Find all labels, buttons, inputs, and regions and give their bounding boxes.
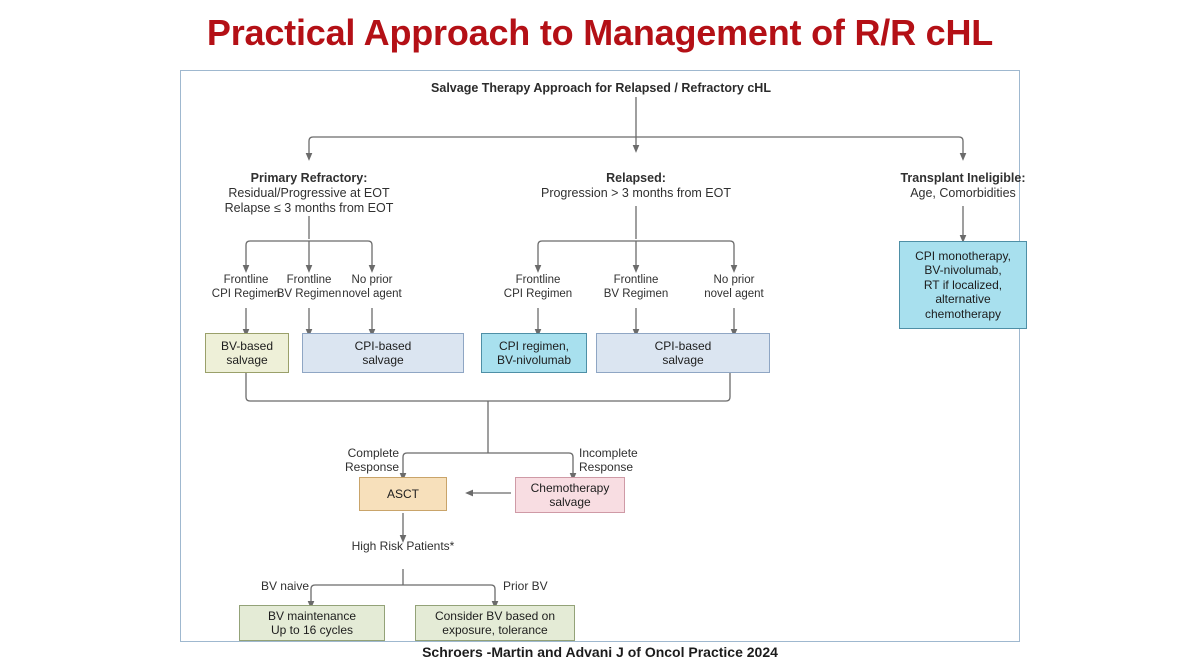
- node-rel-frontline-cpi-rest: Regimen: [522, 288, 573, 300]
- label-bv-naive: BV naive: [260, 579, 309, 593]
- label-incomplete-response: Incomplete Response: [579, 446, 669, 474]
- box-consider-bv-line2: exposure, tolerance: [442, 623, 548, 637]
- node-rel-frontline-cpi: Frontline CPI Regimen: [483, 273, 593, 301]
- box-bv-based-salvage[interactable]: BV-based salvage: [205, 333, 289, 373]
- node-pr-no-prior-novel-line2: novel agent: [342, 288, 402, 300]
- page-title: Practical Approach to Management of R/R …: [206, 12, 994, 53]
- branch-primary-refractory-detail-2: Relapse ≤ 3 months from EOT: [224, 201, 394, 215]
- node-rel-no-prior-novel: No prior novel agent: [679, 273, 789, 301]
- box-bv-maintenance[interactable]: BV maintenance Up to 16 cycles: [239, 605, 385, 641]
- node-pr-frontline-cpi-bold: CPI: [211, 288, 231, 300]
- box-asct[interactable]: ASCT: [359, 477, 447, 511]
- branch-primary-refractory: Primary Refractory: Residual/Progressive…: [189, 171, 429, 216]
- node-rel-no-prior-novel-line2: novel agent: [704, 288, 764, 300]
- branch-transplant-ineligible-heading: Transplant Ineligible:: [900, 171, 1026, 185]
- box-asct-label: ASCT: [386, 486, 419, 501]
- label-complete-response: Complete Response: [333, 446, 399, 474]
- branch-relapsed: Relapsed: Progression > 3 months from EO…: [516, 171, 756, 201]
- node-pr-frontline-cpi-line1: Frontline: [223, 274, 269, 286]
- node-rel-frontline-bv: Frontline BV Regimen: [581, 273, 691, 301]
- node-pr-no-prior-novel: No prior novel agent: [317, 273, 427, 301]
- node-pr-frontline-cpi-rest: Regimen: [230, 288, 281, 300]
- label-incomplete-response-line2: Response: [579, 460, 634, 474]
- box-transplant-ineligible-line1: CPI monotherapy,: [915, 248, 1011, 263]
- box-cpi-based-salvage-left[interactable]: CPI-based salvage: [302, 333, 464, 373]
- box-transplant-ineligible-line4: alternative: [935, 292, 991, 307]
- box-chemotherapy-salvage-line1: Chemotherapy: [530, 480, 610, 495]
- node-rel-frontline-bv-bold: BV: [603, 288, 620, 300]
- box-transplant-ineligible-line3: RT if localized,: [923, 277, 1003, 292]
- box-cpi-regimen-bv-nivolumab-line1: CPI regimen,: [498, 338, 570, 353]
- node-pr-no-prior-novel-line1: No prior: [351, 274, 393, 286]
- box-cpi-regimen-bv-nivolumab-line2: BV-nivolumab: [496, 353, 572, 367]
- box-cpi-based-salvage-right[interactable]: CPI-based salvage: [596, 333, 770, 373]
- branch-transplant-ineligible: Transplant Ineligible: Age, Comorbiditie…: [853, 171, 1073, 201]
- box-transplant-ineligible-line5: chemotherapy: [924, 306, 1002, 321]
- node-pr-frontline-bv: Frontline BV Regimen: [254, 273, 364, 301]
- branch-relapsed-detail-1: Progression > 3 months from EOT: [540, 186, 731, 200]
- label-incomplete-response-line1: Incomplete: [579, 446, 638, 460]
- box-cpi-regimen-bv-nivolumab[interactable]: CPI regimen, BV-nivolumab: [481, 333, 587, 373]
- box-cpi-based-salvage-left-line2: salvage: [362, 353, 404, 367]
- box-cpi-based-salvage-right-line1: CPI-based: [654, 338, 712, 353]
- citation: Schroers -Martin and Advani J of Oncol P…: [422, 644, 778, 660]
- box-transplant-ineligible-line2: BV-nivolumab,: [924, 263, 1002, 278]
- label-prior-bv: Prior BV: [503, 579, 548, 593]
- node-rel-frontline-cpi-bold: CPI: [503, 288, 523, 300]
- node-rel-frontline-cpi-line1: Frontline: [515, 274, 561, 286]
- box-cpi-based-salvage-left-line1: CPI-based: [354, 338, 412, 353]
- branch-primary-refractory-heading: Primary Refractory:: [250, 171, 368, 185]
- figure-panel: Salvage Therapy Approach for Relapsed / …: [180, 70, 1027, 642]
- figure-header: Salvage Therapy Approach for Relapsed / …: [431, 81, 771, 95]
- box-bv-maintenance-line1: BV maintenance: [267, 608, 357, 623]
- box-chemotherapy-salvage-line2: salvage: [549, 495, 591, 509]
- box-transplant-ineligible-options[interactable]: CPI monotherapy, BV-nivolumab, RT if loc…: [899, 241, 1027, 329]
- node-pr-frontline-cpi: Frontline CPI Regimen: [191, 273, 301, 301]
- box-consider-bv-line1: Consider BV based on: [434, 608, 556, 623]
- box-bv-based-salvage-line2: salvage: [226, 353, 268, 367]
- label-high-risk-patients: High Risk Patients*: [351, 539, 455, 553]
- box-consider-bv[interactable]: Consider BV based on exposure, tolerance: [415, 605, 575, 641]
- branch-transplant-ineligible-detail-1: Age, Comorbidities: [910, 186, 1016, 200]
- label-complete-response-line1: Complete: [347, 446, 399, 460]
- branch-primary-refractory-detail-1: Residual/Progressive at EOT: [228, 186, 390, 200]
- node-rel-frontline-bv-line1: Frontline: [613, 274, 659, 286]
- node-rel-no-prior-novel-line1: No prior: [713, 274, 755, 286]
- node-pr-frontline-bv-line1: Frontline: [286, 274, 332, 286]
- node-rel-frontline-bv-rest: Regimen: [619, 288, 669, 300]
- node-pr-frontline-bv-rest: Regimen: [292, 288, 342, 300]
- node-pr-frontline-bv-bold: BV: [276, 288, 293, 300]
- label-complete-response-line2: Response: [344, 460, 399, 474]
- box-chemotherapy-salvage[interactable]: Chemotherapy salvage: [515, 477, 625, 513]
- box-cpi-based-salvage-right-line2: salvage: [662, 353, 704, 367]
- box-bv-maintenance-line2: Up to 16 cycles: [270, 623, 354, 637]
- box-bv-based-salvage-line1: BV-based: [220, 338, 274, 353]
- branch-relapsed-heading: Relapsed:: [606, 171, 666, 185]
